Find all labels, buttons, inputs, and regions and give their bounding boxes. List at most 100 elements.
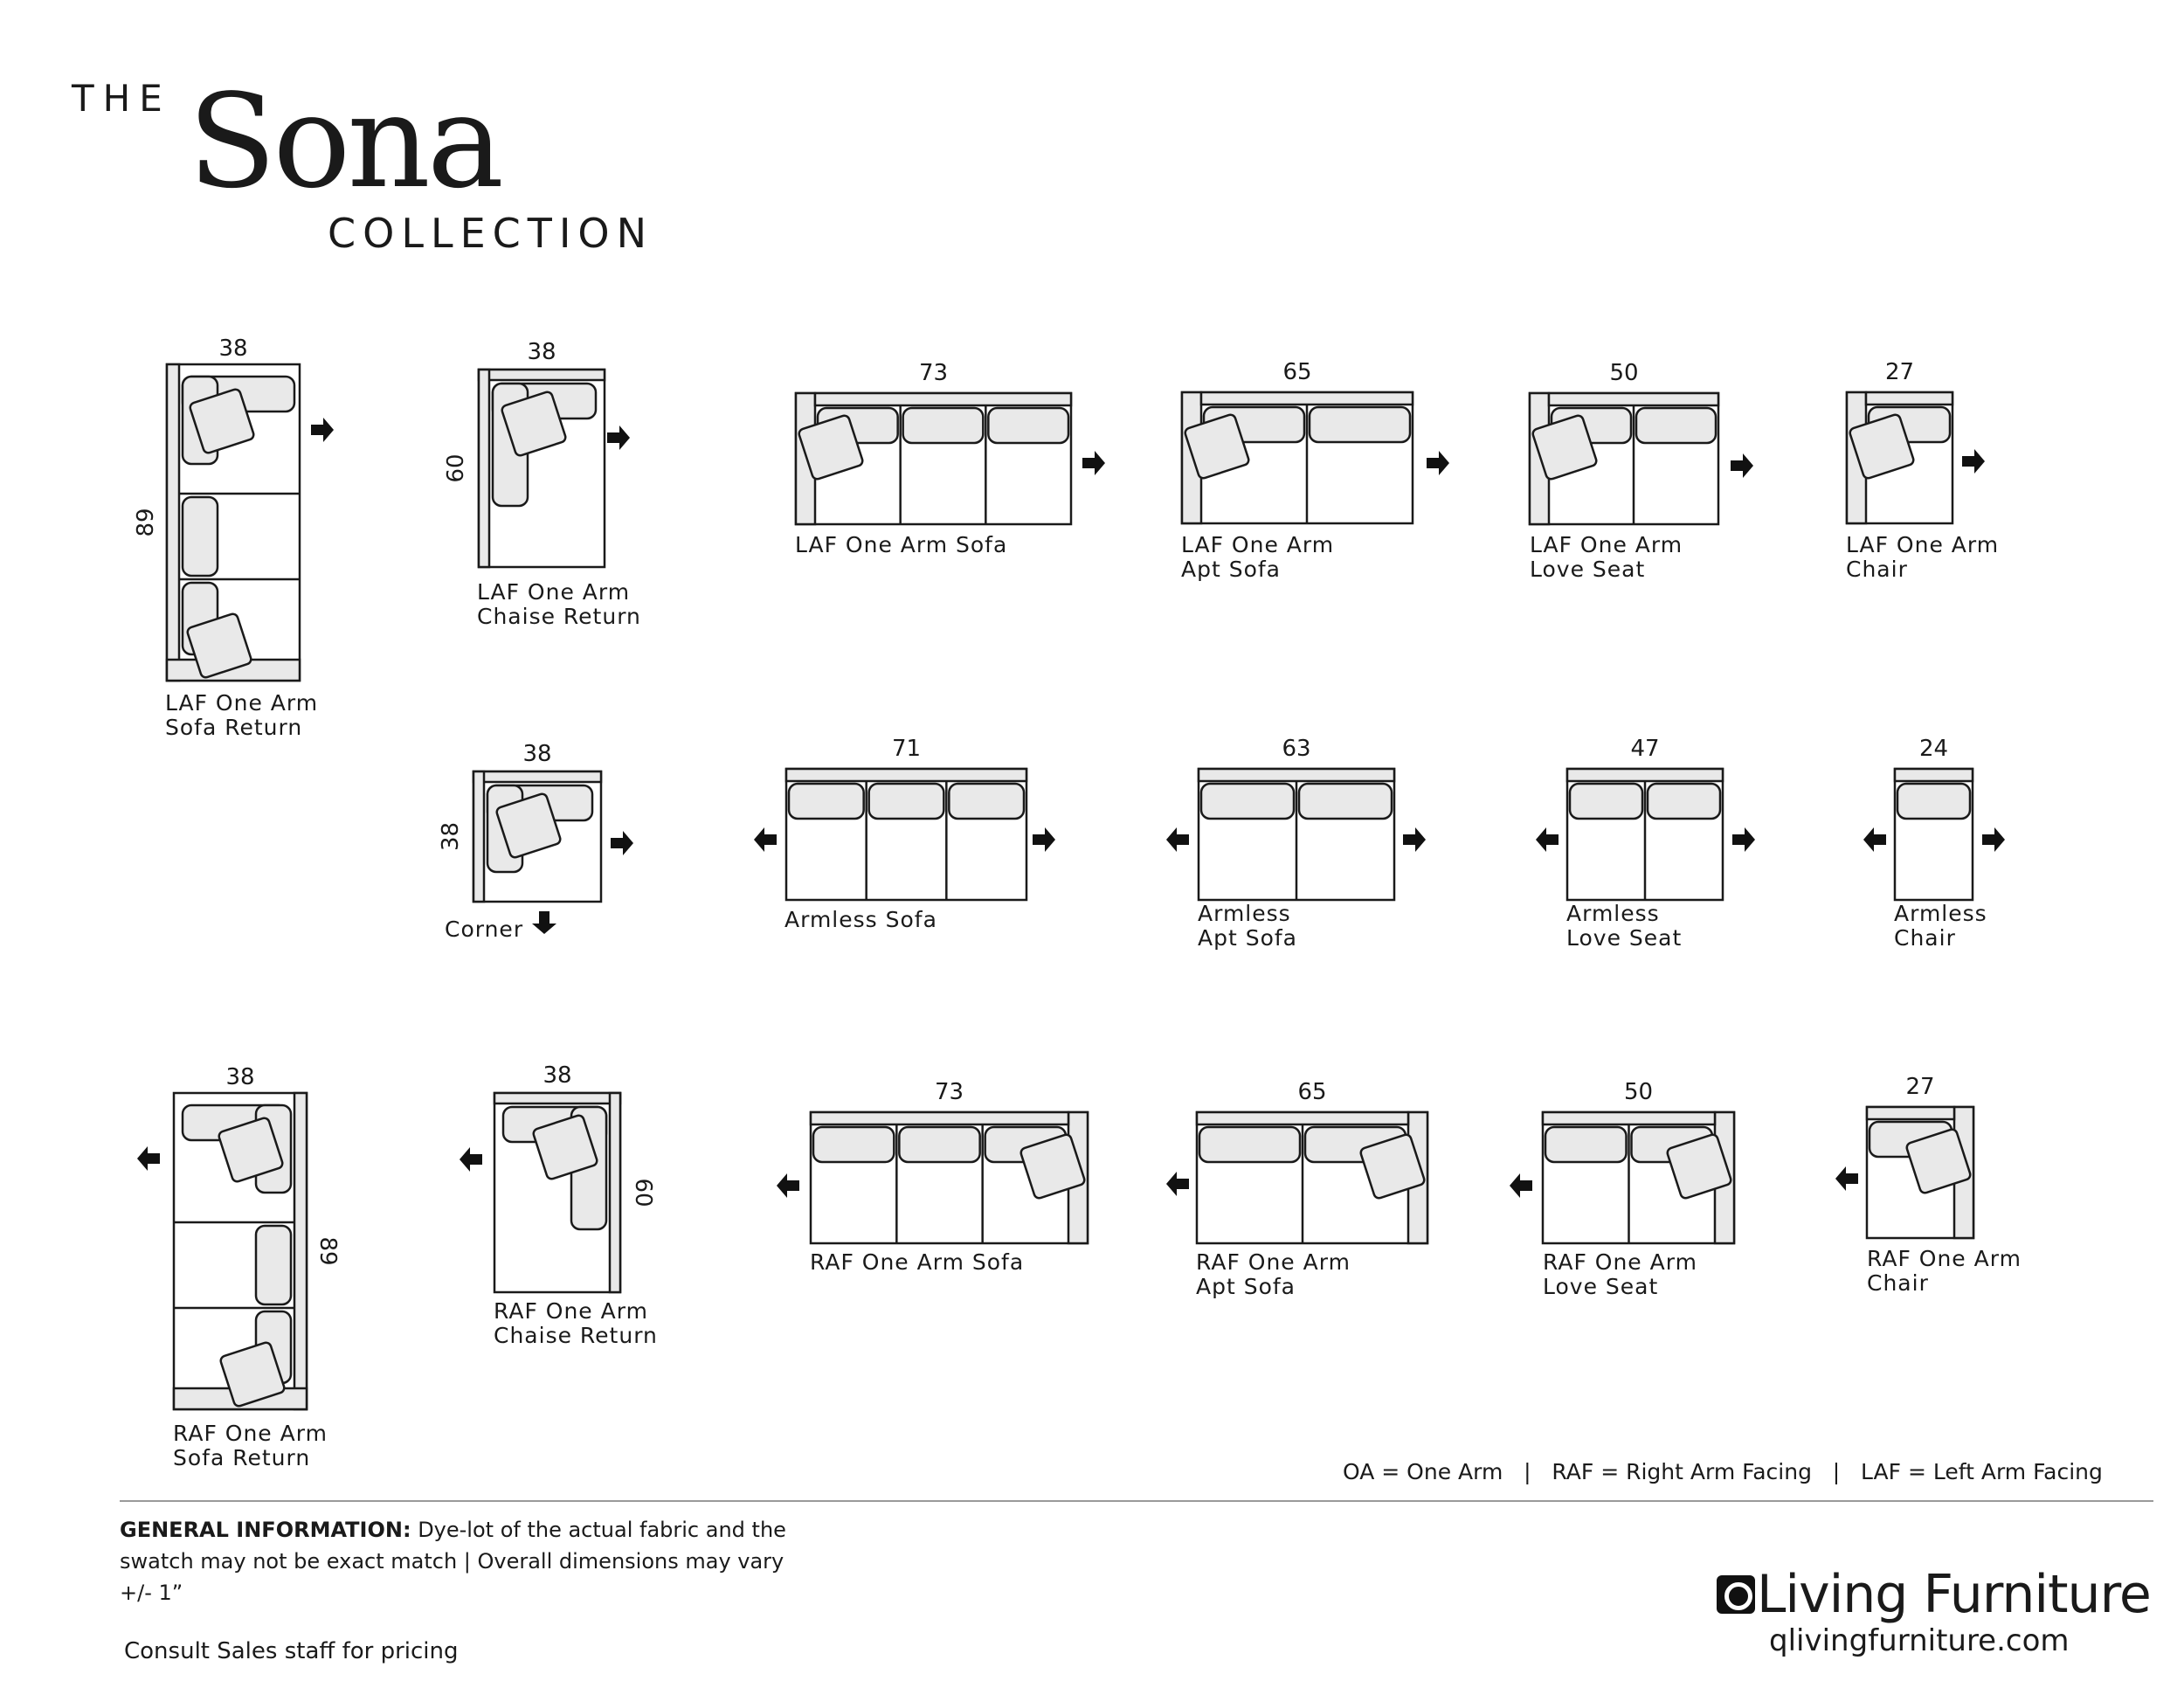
piece-label-line2: Sofa Return [173, 1445, 310, 1470]
width-dimension: 38 [218, 336, 247, 362]
back-cushion [948, 782, 1026, 820]
backrest-side [477, 368, 491, 569]
pillow-icon [1531, 414, 1598, 481]
pillow-icon [1905, 1128, 1972, 1194]
width-dimension: 73 [935, 1079, 964, 1105]
backrest [809, 1110, 1070, 1126]
brand-logo: Living Furniture [1717, 1568, 2152, 1621]
pricing-note: Consult Sales staff for pricing [124, 1638, 459, 1664]
pillow-icon [495, 792, 562, 859]
piece-label-line2: Chaise Return [477, 604, 641, 629]
brand-url: qlivingfurniture.com [1769, 1623, 2070, 1658]
piece-label: RAF One Arm [1196, 1249, 1351, 1275]
side-cushion [181, 495, 219, 578]
pillow-icon [1019, 1133, 1086, 1200]
arrow-left-icon [777, 1173, 799, 1198]
arrow-right-icon [1082, 451, 1105, 475]
width-dimension: 38 [543, 1062, 571, 1089]
piece-label: RAF One Arm [1867, 1246, 2022, 1271]
back-cushion [1199, 782, 1296, 820]
backrest [1197, 767, 1396, 783]
backrest [1865, 1105, 1956, 1121]
piece-label-line2: Chaise Return [494, 1323, 658, 1348]
arrow-left-icon [1536, 827, 1559, 852]
arrow-right-icon [1427, 451, 1449, 475]
width-dimension: 71 [892, 736, 921, 762]
back-cushion [1635, 406, 1717, 445]
piece-label: LAF One Arm [165, 690, 318, 716]
piece-label: RAF One Arm Sofa [810, 1249, 1024, 1275]
piece-label-line2: Chair [1894, 925, 1956, 951]
piece-label: Armless [1566, 901, 1660, 926]
pillow-icon [1184, 413, 1250, 480]
width-dimension: 50 [1624, 1079, 1653, 1105]
backrest [472, 770, 603, 784]
width-dimension: 65 [1297, 1079, 1326, 1105]
back-cushion [1297, 782, 1393, 820]
general-text: Dye-lot of the actual fabric and the swa… [120, 1518, 786, 1605]
pillow-icon [532, 1114, 598, 1180]
depth-dimension: 60 [443, 453, 469, 482]
arrow-left-icon [1510, 1173, 1532, 1198]
piece-label: Armless [1198, 901, 1291, 926]
piece-label-line2: Sofa Return [165, 715, 302, 740]
arrow-left-icon [1166, 827, 1189, 852]
piece-label: LAF One Arm Sofa [795, 532, 1007, 557]
arrow-left-icon [1863, 827, 1886, 852]
backrest [784, 767, 1028, 783]
backrest [1195, 1110, 1410, 1126]
side-cushion [254, 1224, 293, 1306]
backrest [493, 1091, 622, 1105]
pillow-icon [501, 391, 567, 457]
backrest [165, 363, 181, 682]
general-heading: GENERAL INFORMATION: [120, 1518, 411, 1542]
piece-label-line2: Apt Sofa [1196, 1274, 1296, 1299]
width-dimension: 24 [1919, 736, 1948, 762]
arrow-left-icon [754, 827, 777, 852]
arrow-right-icon [1732, 827, 1755, 852]
backrest-side [472, 770, 486, 903]
title-collection: COLLECTION [328, 210, 654, 257]
backrest [1541, 1110, 1717, 1126]
backrest [1199, 391, 1414, 406]
width-dimension: 50 [1609, 360, 1638, 386]
arrow-right-icon [1731, 453, 1753, 478]
backrest-side [608, 1091, 622, 1294]
width-dimension: 38 [522, 741, 551, 767]
arrow-right-icon [1403, 827, 1426, 852]
piece-label: LAF One Arm [1530, 532, 1683, 557]
piece-label: LAF One Arm [1181, 532, 1334, 557]
piece-label-line2: Chair [1867, 1270, 1929, 1296]
pillow-icon [1849, 413, 1915, 480]
collection-name: Sona [188, 66, 504, 217]
divider [120, 1500, 2153, 1502]
back-cushion [787, 782, 865, 820]
piece-label: RAF One Arm [173, 1421, 328, 1446]
depth-dimension: 89 [314, 1236, 341, 1265]
piece-label-line2: Love Seat [1530, 557, 1645, 582]
arrow-right-icon [1982, 827, 2005, 852]
arrow-right-icon [311, 418, 334, 442]
piece-label-line2: Love Seat [1566, 925, 1682, 951]
pillow-icon [1359, 1133, 1426, 1200]
backrest [1864, 391, 1954, 406]
back-cushion [1568, 782, 1644, 820]
backrest [477, 368, 606, 382]
back-cushion [1544, 1125, 1628, 1164]
pillow-icon [189, 388, 255, 454]
